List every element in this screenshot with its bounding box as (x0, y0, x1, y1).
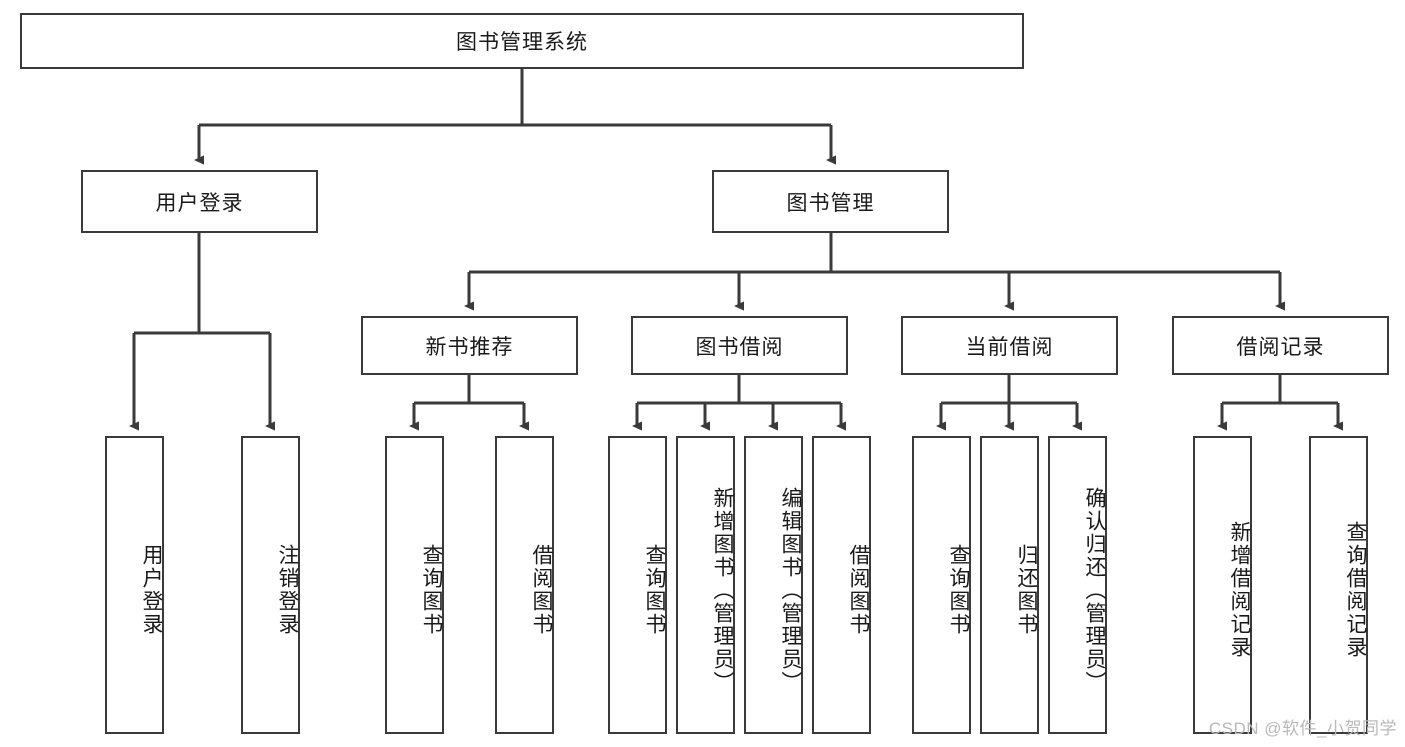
node-label: 新书推荐 (425, 335, 514, 359)
leaf-current-borrow-return-book[interactable]: 归还图书 (980, 436, 1039, 734)
node-book-borrow[interactable]: 图书借阅 (631, 316, 848, 375)
node-label: 查询图书 (420, 544, 443, 636)
node-label: 图书借阅 (695, 335, 784, 359)
node-label: 借阅图书 (530, 544, 553, 636)
leaf-borrow-record-query-record[interactable]: 查询借阅记录 (1309, 436, 1368, 734)
leaf-user-login-do-login[interactable]: 用户登录 (105, 436, 164, 734)
leaf-current-borrow-query-book[interactable]: 查询图书 (912, 436, 971, 734)
node-label: 用户登录 (155, 191, 244, 215)
leaf-book-borrow-query-book[interactable]: 查询图书 (608, 436, 667, 734)
leaf-book-borrow-edit-book-admin[interactable]: 编辑图书（管理员） (744, 436, 803, 734)
node-root-book-management-system[interactable]: 图书管理系统 (20, 13, 1024, 69)
csdn-watermark: CSDN @软件_小贺同学 (1208, 719, 1397, 738)
node-label: 查询图书 (947, 544, 970, 636)
node-label: 当前借阅 (965, 335, 1054, 359)
node-label: 用户登录 (140, 544, 163, 636)
leaf-user-login-logout[interactable]: 注销登录 (241, 436, 300, 734)
node-current-borrow[interactable]: 当前借阅 (901, 316, 1118, 375)
leaf-book-borrow-add-book-admin[interactable]: 新增图书（管理员） (676, 436, 735, 734)
node-label: 归还图书 (1015, 544, 1038, 636)
node-label: 图书管理系统 (456, 31, 588, 54)
node-new-book-recommend[interactable]: 新书推荐 (361, 316, 578, 375)
leaf-book-borrow-borrow-book[interactable]: 借阅图书 (812, 436, 871, 734)
node-label: 借阅记录 (1236, 335, 1325, 359)
node-label: 新增借阅记录 (1228, 521, 1251, 659)
node-label: 借阅图书 (847, 544, 870, 636)
node-label: 图书管理 (786, 191, 875, 215)
node-book-management[interactable]: 图书管理 (712, 170, 949, 233)
leaf-new-book-query-book[interactable]: 查询图书 (385, 436, 444, 734)
leaf-current-borrow-confirm-return-admin[interactable]: 确认归还（管理员） (1048, 436, 1107, 734)
leaf-borrow-record-add-record[interactable]: 新增借阅记录 (1193, 436, 1252, 734)
node-user-login[interactable]: 用户登录 (81, 170, 318, 233)
node-label: 查询图书 (643, 544, 666, 636)
node-label: 编辑图书（管理员） (779, 486, 802, 694)
leaf-new-book-borrow-book[interactable]: 借阅图书 (495, 436, 554, 734)
node-label: 查询借阅记录 (1344, 521, 1367, 659)
node-label: 确认归还（管理员） (1083, 486, 1106, 694)
node-label: 新增图书（管理员） (711, 486, 734, 694)
node-label: 注销登录 (276, 544, 299, 636)
node-borrow-record[interactable]: 借阅记录 (1172, 316, 1389, 375)
